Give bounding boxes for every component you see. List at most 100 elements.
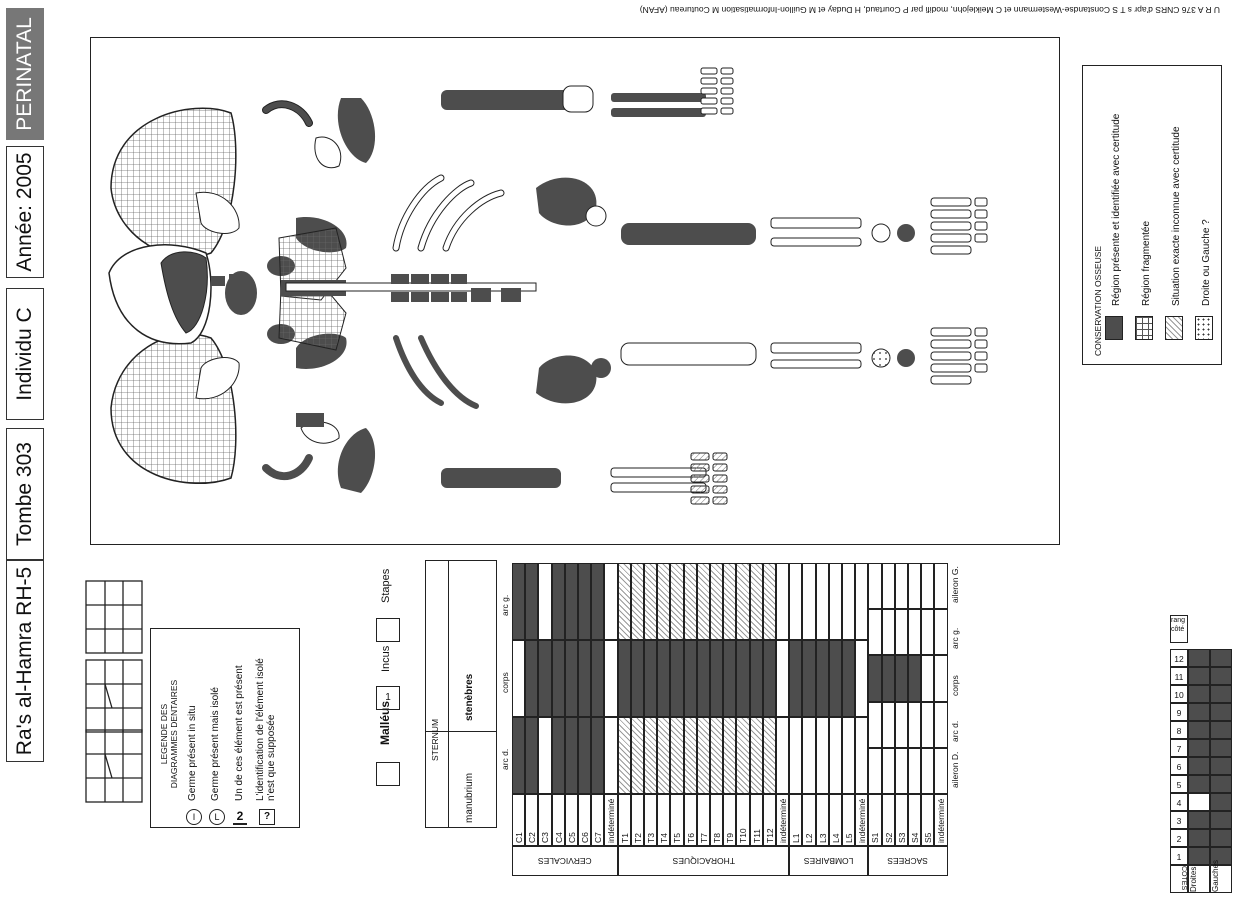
vertebra-cell [723,717,736,794]
rib-number: 1 [1170,847,1188,865]
dental-legend-title: LEGENDE DES [159,669,169,799]
incus-value: 1 [376,686,400,710]
rib-cell [1188,829,1210,847]
sacrum-cell [882,748,895,794]
vertebra-cell [512,717,525,794]
vertebra-cell [525,717,538,794]
vertebra-cell [697,640,710,717]
vertebra-cell [512,640,525,717]
vertebra-group-label: THORACIQUES [619,856,789,866]
one-present-symbol: 2 [233,809,247,825]
vertebra-cell [631,563,644,640]
rib-number: 4 [1170,793,1188,811]
vertebra-cell [750,640,763,717]
vertebra-cell [538,640,551,717]
ribs-extra-header: rang côté [1170,615,1188,643]
vertebra-label-text: T4 [659,833,669,843]
vertebra-cell [591,717,604,794]
sacrum-cell [921,748,934,794]
sacrum-cell [895,748,908,794]
germ-in-situ-text: Germe présent in situ [187,705,198,801]
vertebra-cell [670,563,683,640]
sacrum-cell [908,702,921,748]
vertebra-column-header: arc g. [498,563,512,640]
sacrum-label: S4 [908,794,921,846]
femur-right [621,343,756,365]
fibula-left [771,238,861,246]
sacrum-label: S1 [868,794,881,846]
sacrum-cell [921,563,934,609]
category-badge: PERINATAL [6,8,44,140]
vertebra-label-text: L5 [844,834,854,843]
vertebra-label-text: T11 [752,829,762,843]
vertebra-cell [802,717,815,794]
rib-number: 7 [1170,739,1188,757]
ribs-table: rang côté123456789101112DroitesGauchesCÔ… [1170,400,1234,899]
vertebra-label-text: C3 [540,832,550,843]
vertebra-label: T8 [710,794,723,846]
sacrum-cell [934,702,947,748]
vertebra-label-text: T10 [738,828,748,843]
vertebra-cell [591,640,604,717]
sternebres-label: stenèbres [464,674,475,721]
one-present-text: Un de ces élément est présent [234,665,245,801]
germ-isolated-text: Germe présent mais isolé [210,687,221,801]
swatch-present [1105,316,1123,340]
vertebra-cell [723,640,736,717]
vertebra-label-text: L4 [831,834,841,843]
vertebra-cell [842,563,855,640]
ulna-left [611,108,706,117]
supposed-text: L'identification de l'élément isolé n'es… [255,651,277,801]
vertebra-label: T6 [684,794,697,846]
sternum-table: STERNUM manubrium stenèbres [425,560,497,828]
rib-number: 3 [1170,811,1188,829]
patella-right [872,349,890,367]
vertebra-cell [525,640,538,717]
sacrum-cell [921,655,934,701]
rib-number: 11 [1170,667,1188,685]
vertebra-label-text: indéterminé [606,799,616,843]
vertebra-cell [578,640,591,717]
vertebra-cell [750,563,763,640]
foot-left [931,198,987,254]
vertebra-cell [552,717,565,794]
rib-cell [1210,721,1232,739]
vertebra-cell [618,640,631,717]
vertebra-label: T5 [670,794,683,846]
incus-label: Incus [380,646,392,672]
clavicle-right [266,458,309,476]
rib-cell [1188,775,1210,793]
foot-right [931,328,987,384]
sacrum-cell [908,609,921,655]
sacrum-cell [882,609,895,655]
vertebra-label-text: T5 [672,833,682,843]
vertebra-column-header-text: arc d. [500,748,510,769]
legend-side-text: Droite ou Gauche ? [1201,219,1212,306]
sacrum-group: SACREES [868,846,947,876]
sacrum-cell [908,655,921,701]
vertebra-group: LOMBAIRES [789,846,868,876]
ilium-right [536,356,596,404]
vertebra-column-header-text: corps [500,672,510,693]
ischium-right [591,358,611,378]
sacrum-label: S2 [882,794,895,846]
vertebra-label: indéterminé [855,794,868,846]
rib-cell [1188,793,1210,811]
sacrum-label-text: S3 [897,833,907,843]
sacrum-column-header: aileron D. [950,752,960,788]
maxilla-left [315,137,341,168]
rib-number: 8 [1170,721,1188,739]
sacrum-column-header: aileron G. [950,566,960,603]
rib-cell [1188,649,1210,667]
hand-right [691,453,727,504]
sacrum-label-text: S2 [884,833,894,843]
vertebra-cell [736,717,749,794]
sacrum-cell [934,609,947,655]
vertebra-cell [644,717,657,794]
vertebra-cell [723,563,736,640]
vertebra-label: T2 [631,794,644,846]
vertebra-column-header: arc d. [498,717,512,794]
vertebra-label: T4 [657,794,670,846]
vertebra-cell [763,717,776,794]
patella-left [872,224,890,242]
